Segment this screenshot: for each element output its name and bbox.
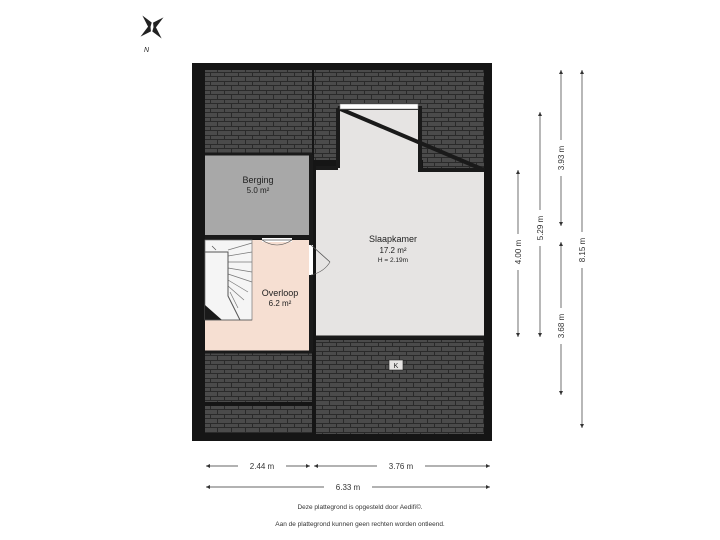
door-overloop-top [261, 238, 293, 246]
room-overloop-area: 6.2 m² [269, 299, 292, 308]
dimension-right-815: 8.15 m [577, 70, 587, 428]
dimension-right-400: 4.00 m [513, 170, 523, 337]
roof-tiles-bottom-left [205, 352, 312, 402]
svg-text:3.76 m: 3.76 m [389, 462, 414, 471]
marker-k: K [394, 363, 399, 370]
compass-north-label: N [144, 47, 150, 54]
dimension-bottom-right: 3.76 m [314, 461, 490, 471]
svg-text:6.33 m: 6.33 m [336, 483, 361, 492]
room-overloop-name: Overloop [262, 288, 299, 298]
dimension-bottom-total: 6.33 m [206, 482, 490, 492]
svg-text:2.44 m: 2.44 m [250, 462, 275, 471]
door-slaapkamer [309, 244, 331, 276]
footer-line-1: Deze plattegrond is opgesteld door Aedif… [297, 504, 423, 511]
svg-text:8.15 m: 8.15 m [578, 237, 587, 262]
roof-tiles-top-left [205, 70, 312, 154]
room-slaapkamer-height: H = 2.19m [378, 257, 408, 264]
dimension-bottom-left: 2.44 m [206, 461, 310, 471]
room-slaapkamer-name: Slaapkamer [369, 234, 417, 244]
footer-line-2: Aan de plattegrond kunnen geen rechten w… [275, 521, 445, 528]
roof-tiles-bottom-left-lower [205, 406, 312, 433]
staircase [204, 239, 253, 321]
room-berging-area: 5.0 m² [247, 186, 270, 195]
marker-k-box [388, 359, 404, 371]
room-berging-name: Berging [242, 175, 273, 185]
dimension-right-368: 3.68 m [556, 242, 566, 395]
svg-text:4.00 m: 4.00 m [514, 239, 523, 264]
dimension-right-529: 5.29 m [535, 112, 545, 337]
svg-text:3.68 m: 3.68 m [557, 313, 566, 338]
compass-icon: N [140, 15, 164, 54]
room-berging [205, 155, 309, 235]
roof-tiles-bottom-right [316, 340, 484, 434]
dimension-right-393: 3.93 m [556, 70, 566, 226]
room-slaapkamer-area: 17.2 m² [379, 246, 406, 255]
svg-text:5.29 m: 5.29 m [536, 215, 545, 240]
room-slaapkamer [316, 108, 484, 337]
window [339, 103, 419, 110]
svg-text:3.93 m: 3.93 m [557, 145, 566, 170]
